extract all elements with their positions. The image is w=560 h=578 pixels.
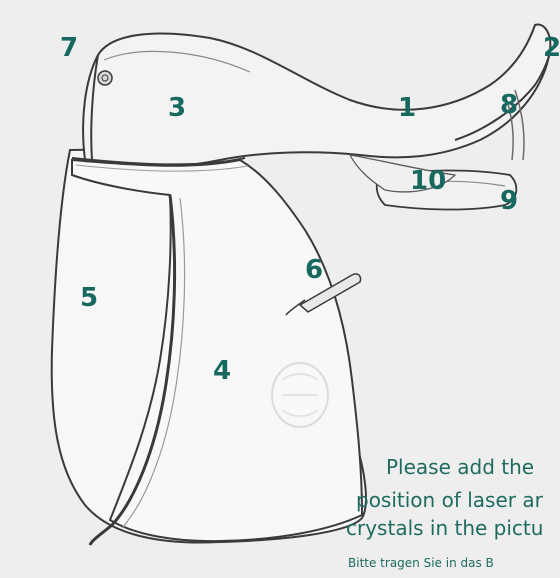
- note-line-2: position of laser ar: [356, 488, 543, 512]
- note-line-4: Bitte tragen Sie in das B: [348, 556, 494, 570]
- note-line-3: crystals in the pictu: [346, 516, 543, 540]
- note-line-1: Please add the: [386, 455, 534, 479]
